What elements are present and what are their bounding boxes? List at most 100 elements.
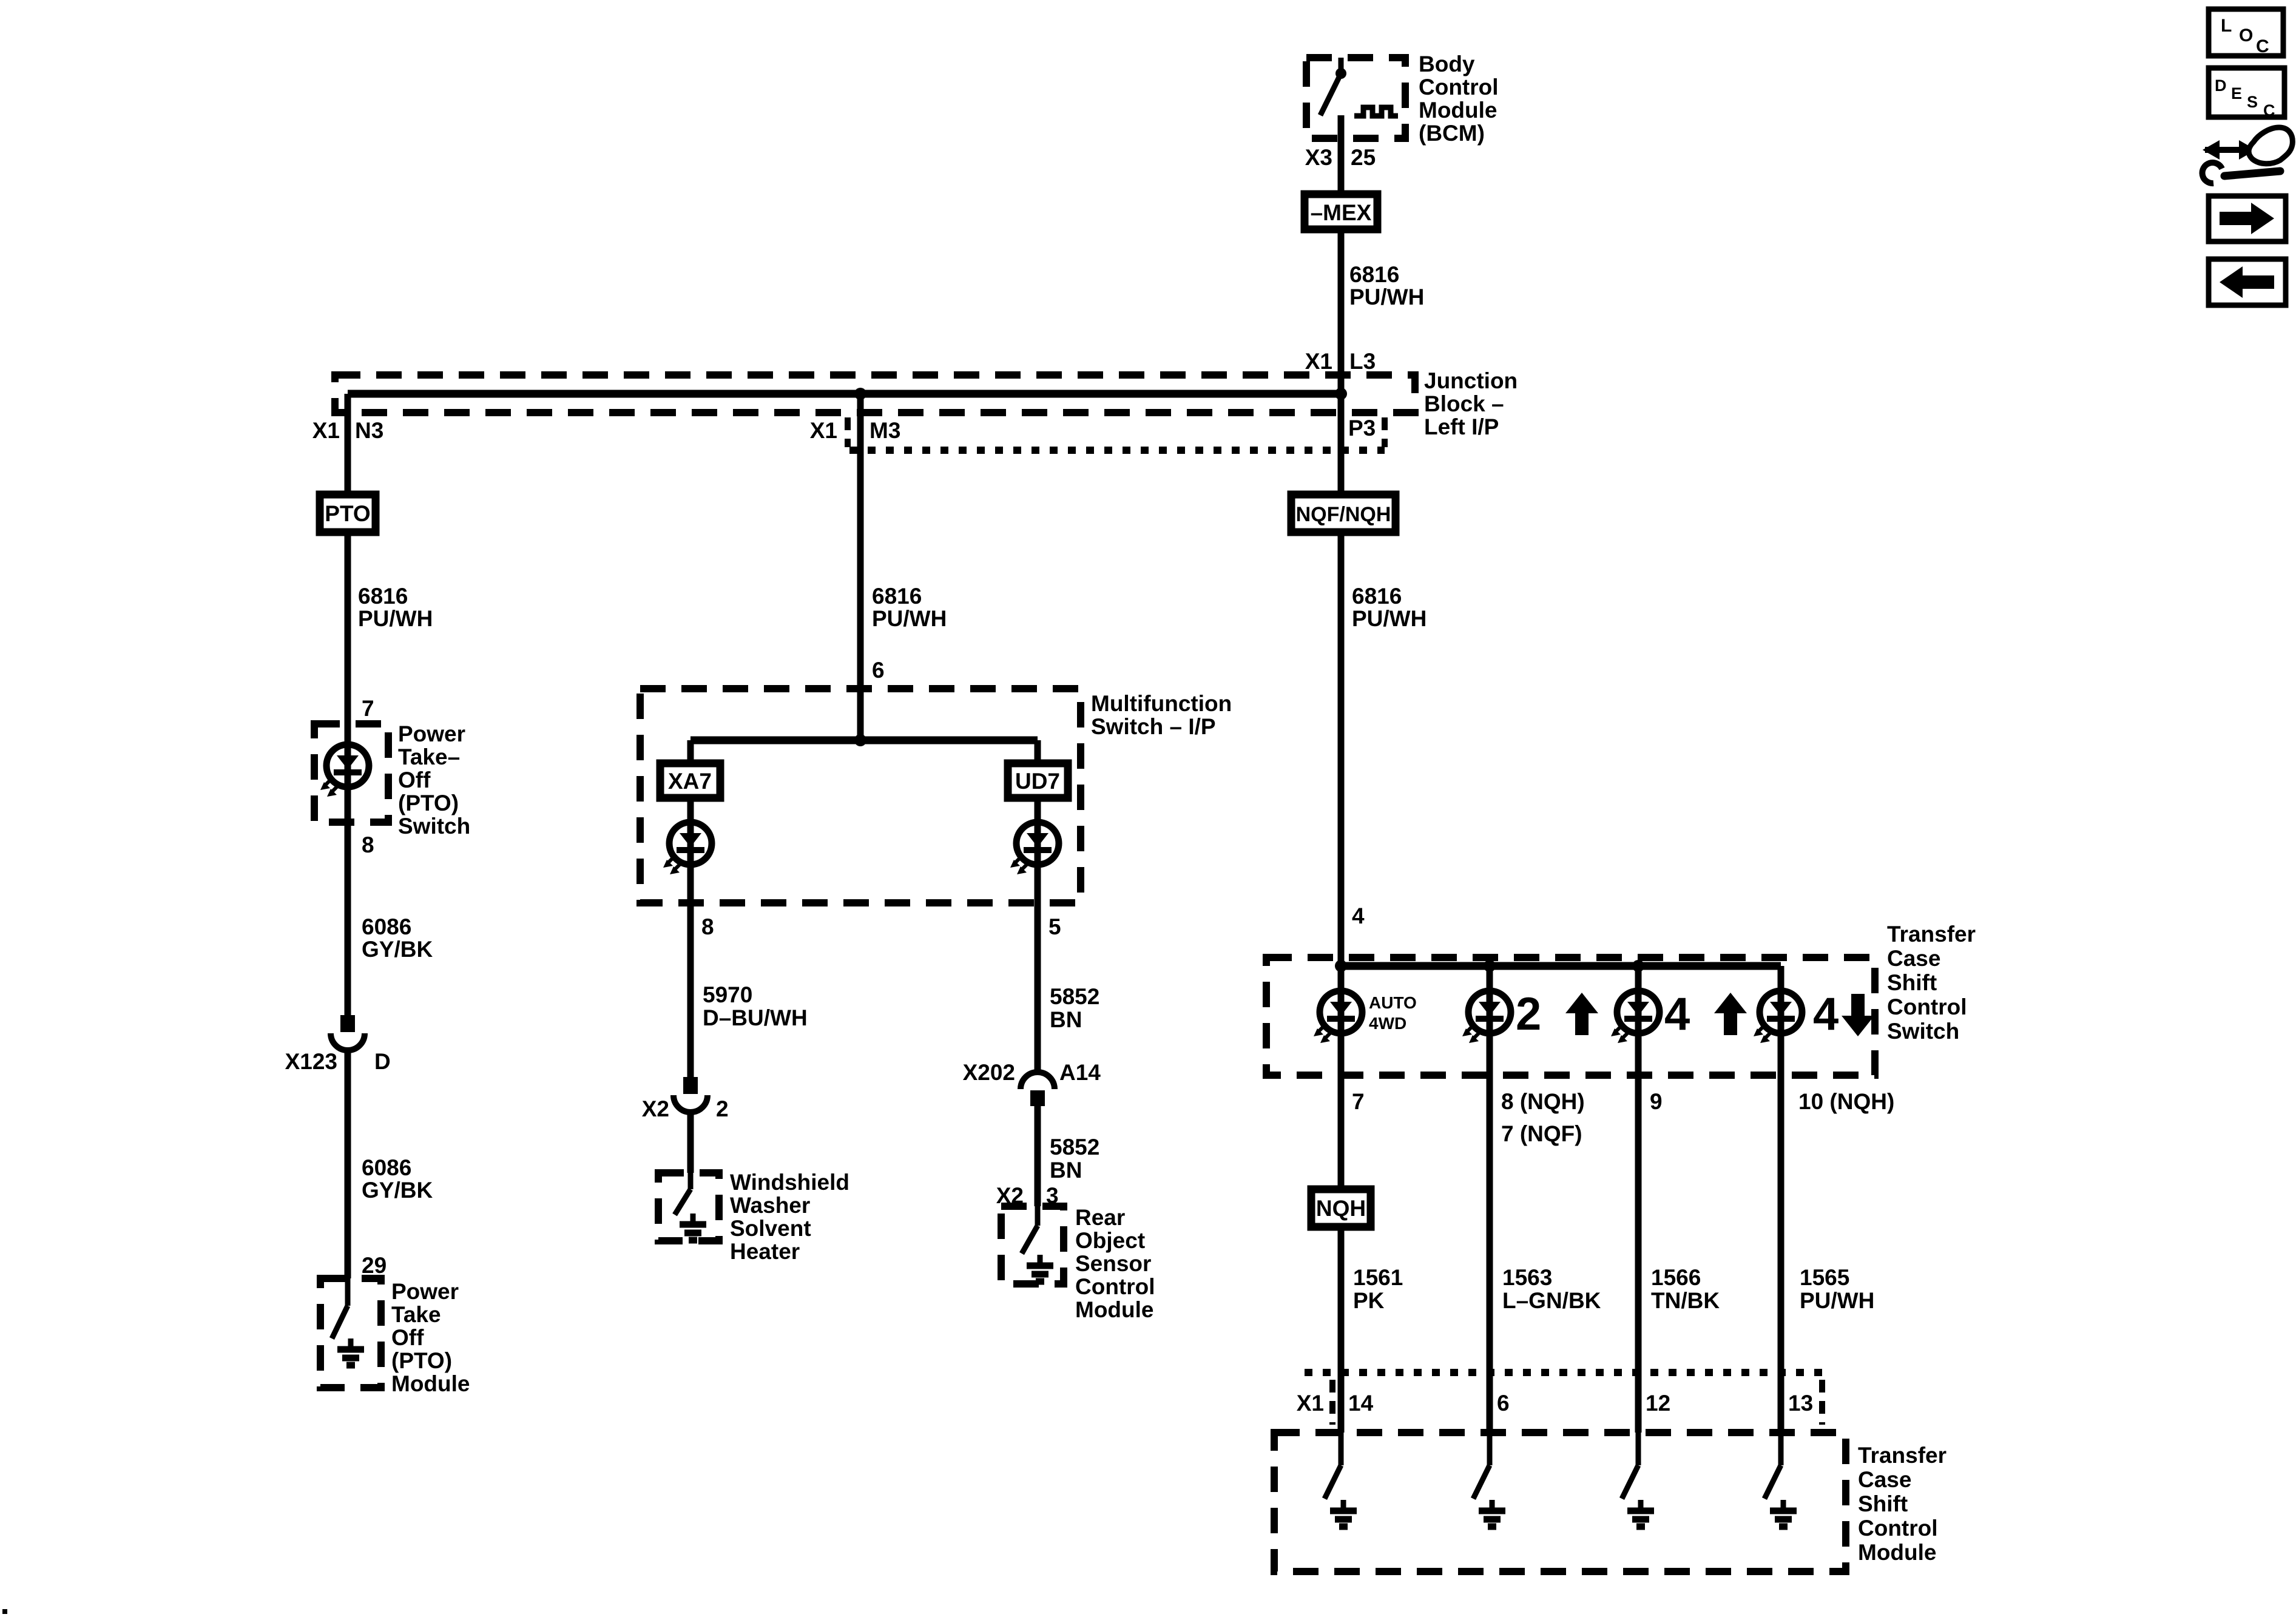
right-arrow-icon [2251, 203, 2274, 234]
module-switch-blade [1322, 1464, 1344, 1500]
loc-button[interactable]: L O C [2206, 6, 2286, 59]
wire-label-6816-middle: 6816 PU/WH [872, 584, 947, 631]
pto-module-name-line: Off [391, 1325, 424, 1350]
junction-mid-connector-label: X1 [810, 418, 837, 443]
rear-sensor-name-line: Module [1075, 1297, 1153, 1322]
rear-sensor-name-line: Object [1075, 1228, 1145, 1253]
connector-x2-pin-label: 2 [716, 1096, 729, 1121]
circuit-color: PU/WH [358, 606, 433, 631]
circuit-color: D–BU/WH [703, 1005, 808, 1030]
wire-label-5852-upper: 5852 BN [1050, 984, 1099, 1032]
pto-switch-name-line: (PTO) [398, 791, 459, 815]
wire-label-5970: 5970 D–BU/WH [703, 982, 808, 1030]
inline-connector-icon [331, 1015, 365, 1050]
mf-name-line: Switch – I/P [1091, 714, 1216, 739]
circuit-color: TN/BK [1651, 1288, 1720, 1313]
rear-sensor-switch-blade [1019, 1224, 1040, 1255]
circuit-color: GY/BK [362, 937, 433, 962]
washer-name-line: Windshield [730, 1170, 849, 1195]
transfer-case-group: NQF/NQH 6816 PU/WH 4 AUTO 4WD 2 4 4 [1263, 394, 1976, 1575]
connector-x2-label: X2 [642, 1096, 669, 1121]
mex-net-box [1300, 190, 1382, 234]
junction-top-pin-label: L3 [1349, 349, 1376, 374]
circuit-color: BN [1050, 1158, 1082, 1183]
junction-left-pin-label: N3 [355, 418, 383, 443]
tc-module-name-line: Shift [1858, 1491, 1908, 1516]
desc-button[interactable]: D E S C [2206, 65, 2288, 120]
down-arrow-icon [1842, 994, 1874, 1036]
tc-pin-out-label: 10 (NQH) [1798, 1089, 1894, 1114]
connector-x202-label: X202 [963, 1060, 1015, 1085]
circuit-number: 5852 [1050, 1135, 1099, 1160]
circuit-color: PU/WH [1352, 606, 1427, 631]
right-arrow-icon [2220, 212, 2251, 225]
connector-x202-pin-label: A14 [1059, 1060, 1101, 1085]
circuit-color: GY/BK [362, 1178, 433, 1203]
ud7-net-label: UD7 [1015, 769, 1060, 794]
bcm-dashed-box [1303, 54, 1409, 142]
rear-sensor-dashed-box [998, 1203, 1067, 1288]
circuit-number: 1565 [1800, 1265, 1849, 1290]
inline-connector-icon [674, 1077, 707, 1112]
bcm-name-line: Body [1419, 52, 1475, 76]
circuit-number: 6816 [872, 584, 922, 609]
circuit-number: 6816 [358, 584, 408, 609]
sidebar-toolbar: L O C D E S C [2199, 6, 2295, 308]
pto-module-name-line: Power [391, 1279, 459, 1304]
circuit-number: 5852 [1050, 984, 1099, 1009]
wire-label-1566: 1566 TN/BK [1651, 1265, 1720, 1313]
module-switch-blade [1761, 1464, 1784, 1500]
tc-module-name-line: Control [1858, 1516, 1938, 1541]
pto-module-switch-blade [329, 1305, 351, 1340]
tc-module-pin-label: 14 [1348, 1391, 1374, 1416]
tc-module-connector-label: X1 [1297, 1391, 1324, 1416]
tc-pin-out-label: 8 (NQH) [1501, 1089, 1585, 1114]
circuit-number: 1561 [1353, 1265, 1403, 1290]
repair-hand-wrench-icon[interactable] [2199, 124, 2295, 187]
wire-label-1565: 1565 PU/WH [1800, 1265, 1874, 1313]
tc-led-4wd-label: 4WD [1369, 1014, 1406, 1033]
pto-module-pin-label: 29 [362, 1253, 387, 1278]
circuit-color: BN [1050, 1007, 1082, 1032]
ground-icon [1330, 1500, 1357, 1527]
nqf-nqh-net-label: NQF/NQH [1296, 503, 1391, 526]
junction-mid-pin-label: M3 [869, 418, 900, 443]
circuit-color: PU/WH [1349, 285, 1424, 309]
mex-net-label: –MEX [1311, 200, 1372, 225]
tc-module-switch-2 [1470, 1433, 1505, 1527]
multifunction-branch-group: 6816 PU/WH 6 Multifunction Switch – I/P … [636, 394, 1232, 1077]
mf-dashed-box [636, 685, 1084, 906]
circuit-color: PK [1353, 1288, 1385, 1313]
loc-letter: O [2239, 25, 2253, 46]
circuit-color: PU/WH [872, 606, 947, 631]
junction-right-pin-label: P3 [1348, 416, 1376, 441]
bcm-name-line: (BCM) [1419, 121, 1485, 146]
tc-switch-name-line: Case [1887, 946, 1940, 971]
module-switch-blade [1470, 1464, 1493, 1500]
bcm-square-wave-icon [1354, 104, 1398, 119]
washer-name-line: Washer [730, 1193, 810, 1218]
tc-pin-out-label: 7 [1352, 1089, 1365, 1114]
circuit-color: L–GN/BK [1502, 1288, 1601, 1313]
pto-module-dashed-box [317, 1275, 385, 1391]
rear-object-sensor-group: 5852 BN X202 A14 5852 BN X2 3 Rear Objec… [963, 984, 1155, 1322]
tc-switch-name-line: Shift [1887, 970, 1937, 995]
previous-page-button[interactable] [2206, 256, 2289, 308]
next-page-button[interactable] [2206, 193, 2289, 245]
wire-label-6816-right: 6816 PU/WH [1352, 584, 1427, 631]
desc-letter: C [2263, 101, 2275, 120]
mf-right-pin-out: 5 [1048, 914, 1061, 939]
pto-switch-name-line: Take– [398, 744, 460, 769]
rear-sensor-name-line: Sensor [1075, 1251, 1151, 1276]
junction-block-dashed-box [331, 371, 1419, 416]
mf-pin-in-label: 6 [872, 658, 885, 683]
pto-switch-pin-in: 7 [362, 696, 374, 721]
circuit-number: 6816 [1349, 262, 1399, 287]
wire-label-6816-upper: 6816 PU/WH [1349, 262, 1424, 309]
tc-switch-name-line: Control [1887, 994, 1967, 1019]
connector-x2-pin-label: 3 [1046, 1183, 1059, 1208]
wire-label-6086-lower: 6086 GY/BK [362, 1155, 433, 1203]
circuit-number: 1566 [1651, 1265, 1701, 1290]
washer-switch-blade [672, 1187, 693, 1217]
tc-module-switch-4 [1761, 1433, 1797, 1527]
